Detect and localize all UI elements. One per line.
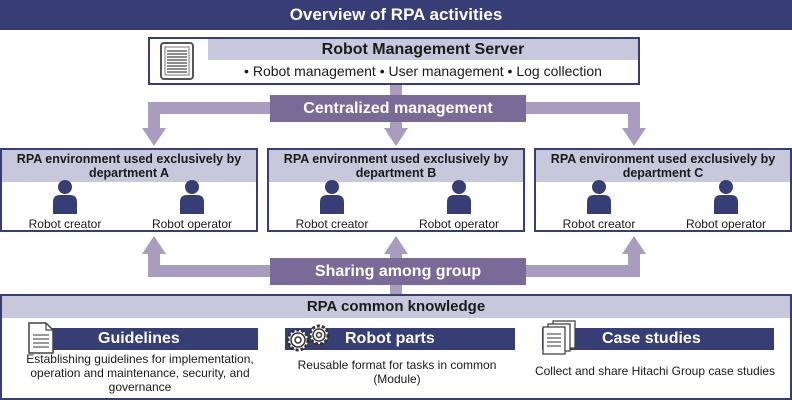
robot-creator-label: Robot creator (562, 217, 636, 231)
case-studies-label: Case studies (542, 328, 774, 350)
server-features: • Robot management • User management • L… (244, 63, 602, 79)
guidelines-label: Guidelines (40, 328, 258, 350)
centralized-management-label: Centralized management (270, 95, 526, 122)
robot-operator-label: Robot operator (418, 217, 500, 231)
guidelines-description: Establishing guidelines for implementati… (26, 352, 254, 394)
department-b-title: RPA environment used exclusively by depa… (269, 150, 523, 182)
department-c-title: RPA environment used exclusively by depa… (536, 150, 790, 182)
document-icon (28, 322, 54, 354)
department-a-title: RPA environment used exclusively by depa… (2, 150, 256, 182)
robot-operator-icon (447, 180, 471, 214)
page-title: Overview of RPA activities (0, 0, 792, 30)
robot-operator-label: Robot operator (151, 217, 233, 231)
server-rack-icon (160, 42, 194, 80)
server-title: Robot Management Server (208, 39, 638, 60)
robot-parts-description: Reusable format for tasks in common (Mod… (297, 358, 497, 386)
robot-creator-label: Robot creator (295, 217, 369, 231)
robot-operator-label: Robot operator (685, 217, 767, 231)
robot-parts-label: Robot parts (285, 328, 515, 350)
documents-stack-icon (542, 320, 576, 355)
robot-creator-icon (320, 180, 344, 214)
robot-creator-icon (587, 180, 611, 214)
knowledge-title: RPA common knowledge (2, 296, 790, 318)
robot-creator-icon (53, 180, 77, 214)
case-studies-description: Collect and share Hitachi Group case stu… (534, 364, 776, 378)
robot-creator-label: Robot creator (28, 217, 102, 231)
robot-operator-icon (180, 180, 204, 214)
sharing-among-group-label: Sharing among group (270, 258, 526, 285)
gears-icon (286, 324, 330, 352)
robot-operator-icon (714, 180, 738, 214)
